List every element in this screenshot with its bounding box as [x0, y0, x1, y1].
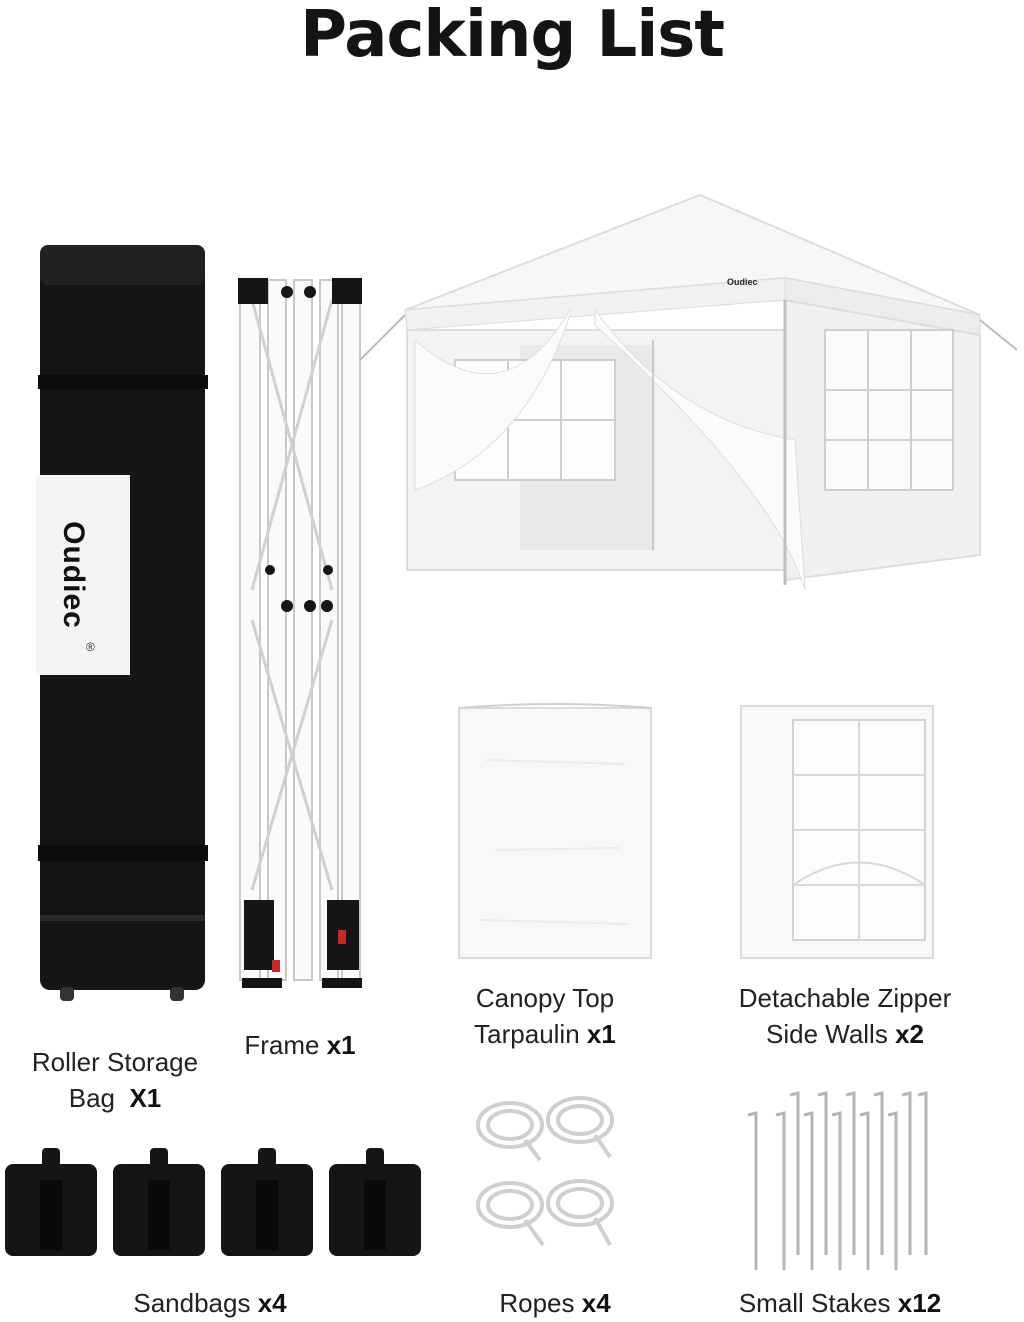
assembled-canopy-tent-image: Oudiec: [355, 190, 1020, 610]
sandbag-4: [329, 1148, 421, 1256]
registered-mark: ®: [86, 640, 95, 654]
stakes-label: Small Stakes x12: [700, 1285, 980, 1321]
sandbag-3: [221, 1148, 313, 1256]
walls-label-line1: Detachable Zipper: [738, 983, 952, 1013]
walls-label-name: Side Walls: [765, 1019, 888, 1049]
canopy-top-tarpaulin-image: [455, 700, 655, 965]
canopy-label-qty: x1: [586, 1019, 616, 1049]
sandbag-2: [113, 1148, 205, 1256]
roller-storage-bag-image: Oudiec ®: [30, 235, 215, 1010]
sandbags-label-name: Sandbags: [133, 1288, 251, 1318]
bag-label-qty: X1: [129, 1083, 162, 1113]
sandbags-image: [0, 1140, 430, 1260]
bag-brand-label: Oudiec: [57, 521, 90, 629]
frame-label: Frame x1: [220, 1027, 380, 1063]
ropes-label: Ropes x4: [455, 1285, 655, 1321]
stakes-image: [740, 1085, 930, 1275]
canopy-label-line1: Canopy Top: [475, 983, 615, 1013]
stakes-label-qty: x12: [897, 1288, 942, 1318]
canopy-label: Canopy Top Tarpaulin x1: [430, 980, 660, 1052]
ropes-label-name: Ropes: [499, 1288, 575, 1318]
page-title: Packing List: [300, 0, 725, 72]
bag-label: Roller Storage Bag X1: [10, 1044, 220, 1116]
walls-label: Detachable Zipper Side Walls x2: [700, 980, 990, 1052]
sandbag-1: [5, 1148, 97, 1256]
frame-label-qty: x1: [326, 1030, 356, 1060]
side-walls-image: [735, 700, 940, 965]
tent-brand-label: Oudiec: [727, 277, 758, 287]
stakes-label-name: Small Stakes: [738, 1288, 891, 1318]
sandbags-label: Sandbags x4: [80, 1285, 340, 1321]
ropes-image: [465, 1085, 625, 1270]
frame-image: [232, 270, 367, 1000]
bag-label-name: Bag: [68, 1083, 115, 1113]
walls-label-qty: x2: [895, 1019, 924, 1049]
frame-label-name: Frame: [244, 1030, 320, 1060]
sandbags-label-qty: x4: [257, 1288, 287, 1318]
ropes-label-qty: x4: [581, 1288, 611, 1318]
canopy-label-name: Tarpaulin: [474, 1019, 580, 1049]
bag-label-line1: Roller Storage: [31, 1047, 199, 1077]
